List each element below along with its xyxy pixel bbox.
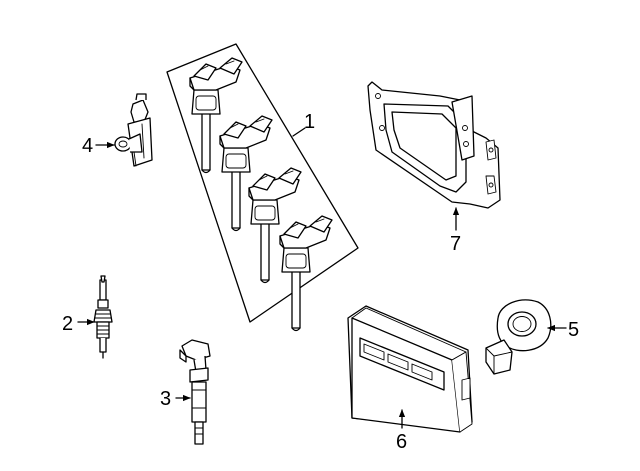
spark-plug (77, 275, 113, 359)
callout-6: 6 (396, 431, 407, 453)
knock-sensor (485, 299, 567, 375)
callout-4: 4 (82, 135, 93, 157)
callout-7: 7 (450, 233, 461, 255)
coil-boot (175, 339, 211, 445)
callout-2: 2 (62, 313, 73, 335)
position-sensor (95, 93, 153, 167)
ignition-coil (279, 215, 333, 332)
coil-set-outline (166, 43, 359, 323)
leader-line (292, 127, 306, 137)
module-bracket (367, 81, 501, 231)
callout-1: 1 (304, 111, 315, 133)
ignition-coil-set (166, 43, 359, 332)
callout-5: 5 (568, 319, 579, 341)
callout-3: 3 (160, 388, 171, 410)
engine-control-module (347, 305, 473, 433)
